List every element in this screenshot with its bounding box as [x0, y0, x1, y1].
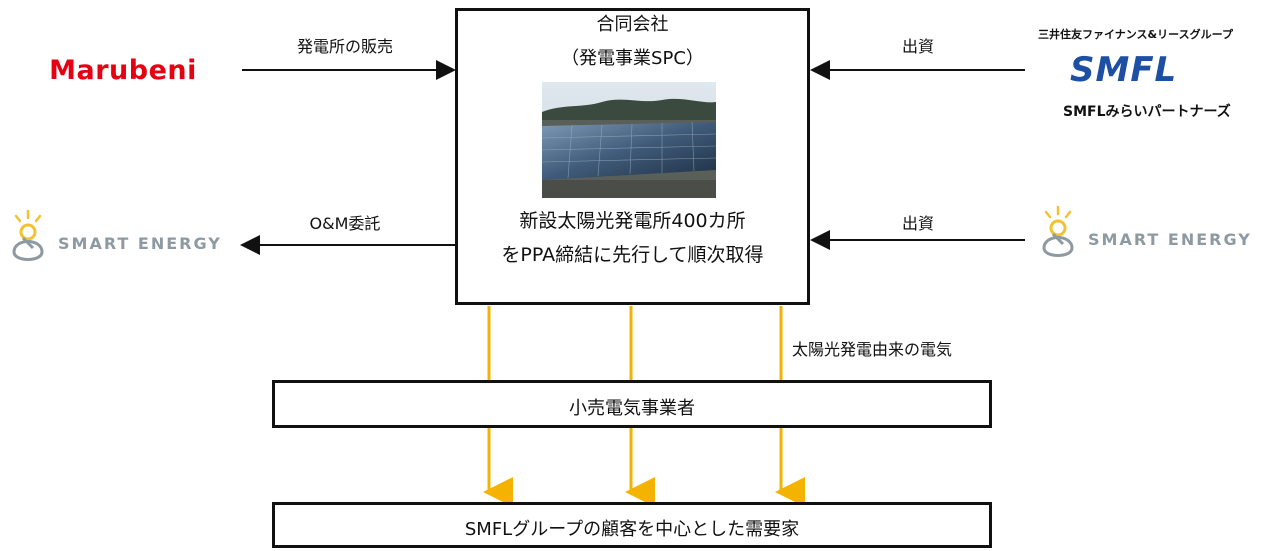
electricity-label: 太陽光発電由来の電気	[792, 340, 953, 359]
marubeni-logo: Marubeni	[18, 55, 228, 86]
sales-label: 発電所の販売	[296, 37, 393, 56]
spc-desc-line2: をPPA締結に先行して順次取得	[501, 244, 764, 266]
smfl-logo: SMFL	[1070, 50, 1177, 90]
smfl-logo-text: SMFL	[1070, 50, 1178, 90]
marubeni-logo-text: Marubeni	[49, 55, 197, 86]
smfl-group-name: 三井住友ファイナンス&リースグループ	[1038, 28, 1233, 41]
customers-label: SMFLグループの顧客を中心とした需要家	[464, 519, 800, 540]
retailer-label: 小売電気事業者	[569, 398, 695, 419]
retailer-box: 小売電気事業者	[272, 380, 992, 428]
solar-panel-photo	[542, 82, 716, 198]
smfl-subsidiary-name: SMFLみらいパートナーズ	[1063, 104, 1231, 120]
smart-energy-text-right: SMART ENERGY	[1088, 230, 1252, 249]
smart-energy-icon	[1042, 205, 1074, 257]
spc-title-line1: 合同会社	[596, 14, 669, 35]
smart-energy-icon	[12, 209, 44, 261]
smart-energy-logo-left: SMART ENERGY	[6, 208, 246, 268]
invest-label-smfl: 出資	[901, 37, 934, 56]
om-label: O&M委託	[309, 214, 381, 233]
smart-energy-logo-right: SMART ENERGY	[1036, 204, 1276, 264]
spc-box: 合同会社 （発電事業SPC）	[455, 8, 810, 305]
customers-box: SMFLグループの顧客を中心とした需要家	[272, 502, 992, 548]
spc-title-line2: （発電事業SPC）	[561, 48, 704, 69]
invest-label-se: 出資	[901, 214, 934, 233]
spc-desc-line1: 新設太陽光発電所400カ所	[519, 210, 746, 232]
smart-energy-text-left: SMART ENERGY	[58, 234, 222, 253]
